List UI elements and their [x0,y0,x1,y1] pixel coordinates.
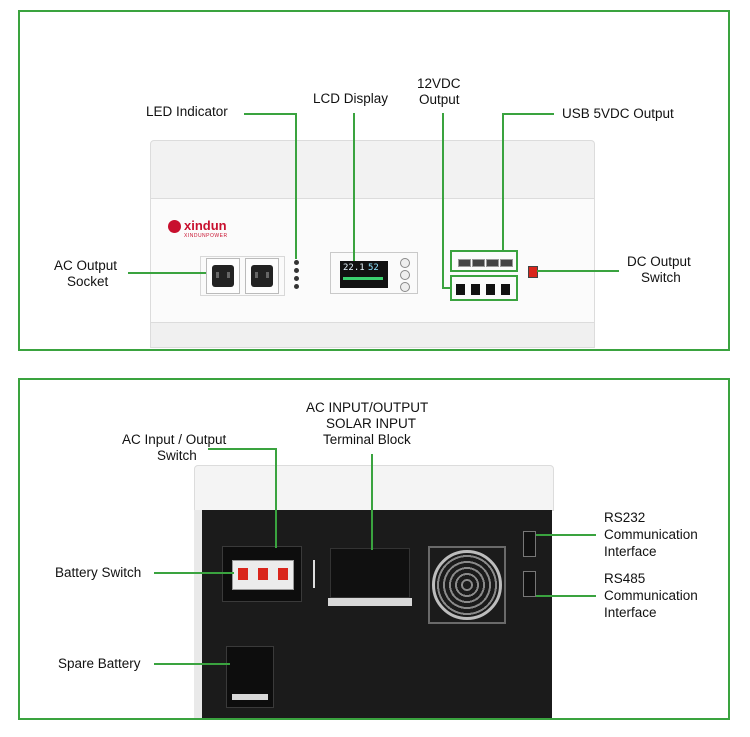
label-ac-socket-line1: AC Output [54,258,118,273]
label-rs485-line3: Interface [604,605,657,620]
terminal-block [330,548,410,598]
lcd-screen: 22.1 52 [340,261,388,288]
usb-port-4 [500,259,513,267]
rs485-port [523,571,536,597]
dc-output-switch [528,266,538,278]
led-1 [294,260,299,265]
label-terminal-line1: AC INPUT/OUTPUT [306,400,429,415]
label-lcd-display: LCD Display [313,91,389,106]
label-led-indicator: LED Indicator [146,104,228,119]
leader-dc-switch-h [537,270,619,272]
led-2 [294,268,299,273]
ac-socket-1 [206,258,240,294]
label-ac-switch-line2: Switch [157,448,197,463]
usb-output-highlight [450,250,518,272]
label-usb-output: USB 5VDC Output [562,106,674,121]
cooling-fan [432,550,502,620]
breaker-lever-2 [258,568,268,580]
leader-12v-h [442,287,452,289]
leader-ac-switch-h [208,448,277,450]
leader-usb-h [502,113,554,115]
leader-terminal-v [371,454,373,550]
dc-port-2 [471,284,480,295]
ac-socket-2 [245,258,279,294]
terminal-strip [328,598,412,606]
dc-port-4 [501,284,510,295]
usb-port-2 [472,259,485,267]
usb-port-3 [486,259,499,267]
label-terminal-line3: Terminal Block [323,432,411,447]
lcd-button-3 [400,282,410,292]
label-dc-switch-line1: DC Output [627,254,691,269]
led-3 [294,276,299,281]
device-front-top [150,140,595,200]
label-spare-battery: Spare Battery [58,656,141,671]
leader-led-h [244,113,296,115]
logo-text: xindun [184,218,227,233]
breaker-lever-3 [278,568,288,580]
brand-logo: xindun XINDUNPOWER [168,218,258,248]
label-12vdc-line2: Output [419,92,460,107]
label-rs485-line1: RS485 [604,571,646,586]
logo-subtext: XINDUNPOWER [184,233,228,239]
leader-usb-v [502,113,504,251]
leader-lcd-v [353,113,355,261]
usb-port-1 [458,259,471,267]
label-rs232-line2: Communication [604,527,698,542]
lcd-button-2 [400,270,410,280]
logo-mark-icon [168,220,181,233]
label-rs232-line1: RS232 [604,510,646,525]
breaker-marker [313,560,315,588]
rs232-port [523,531,536,557]
label-dc-switch-line2: Switch [641,270,681,285]
label-ac-socket-line2: Socket [67,274,109,289]
breaker-lever-1 [238,568,248,580]
device-back-top [194,465,554,511]
device-front-lower [150,322,595,348]
spare-battery-label-strip [232,694,268,700]
leader-led-v [295,113,297,259]
fan-grille-frame [428,546,506,624]
leader-spare-battery-h [154,663,230,665]
leader-ac-switch-v [275,448,277,548]
led-4 [294,284,299,289]
lcd-bar [343,277,383,280]
label-battery-switch: Battery Switch [55,565,142,580]
label-12vdc-line1: 12VDC [417,76,461,91]
lcd-reading-1: 22.1 [343,263,365,273]
leader-ac-socket-h [128,272,206,274]
label-ac-switch-line1: AC Input / Output [122,432,227,447]
leader-12v-v [442,113,444,289]
label-terminal-line2: SOLAR INPUT [326,416,417,431]
dc-port-3 [486,284,495,295]
lcd-button-1 [400,258,410,268]
leader-battery-switch-h [154,572,234,574]
dc-port-1 [456,284,465,295]
lcd-reading-2: 52 [368,263,379,273]
label-rs485-line2: Communication [604,588,698,603]
label-rs232-line3: Interface [604,544,657,559]
device-back-side [194,510,202,718]
leader-rs232-h [536,534,596,536]
leader-rs485-h [536,595,596,597]
